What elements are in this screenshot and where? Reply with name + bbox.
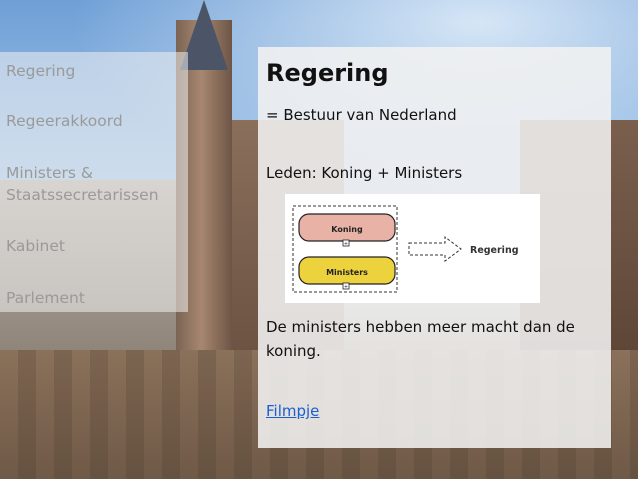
regering-target-label: Regering xyxy=(470,245,519,256)
ministers-expand-plus: + xyxy=(344,284,348,290)
arrow-icon xyxy=(408,236,462,262)
members-text: Leden: Koning + Ministers xyxy=(266,164,463,182)
content-panel: Regering = Bestuur van Nederland Leden: … xyxy=(258,47,611,448)
page-title: Regering xyxy=(266,59,389,87)
ministers-label: Ministers xyxy=(326,268,368,277)
regering-diagram: Koning + Ministers + Regering xyxy=(285,194,540,303)
background-tower-roof xyxy=(180,0,228,70)
menu-item-parlement[interactable]: Parlement xyxy=(6,289,85,307)
ministers-expand-icon xyxy=(342,282,350,290)
menu-item-ministers[interactable]: Ministers & Staatssecretarissen xyxy=(6,164,159,204)
diagram-svg: Koning + Ministers + Regering xyxy=(292,205,519,293)
koning-label: Koning xyxy=(331,225,363,234)
definition-text: = Bestuur van Nederland xyxy=(266,106,457,124)
menu-item-regering[interactable]: Regering xyxy=(6,62,76,80)
filmpje-link[interactable]: Filmpje xyxy=(266,402,320,420)
koning-expand-icon xyxy=(342,239,350,247)
side-menu: Regering Regeerakkoord Ministers & Staat… xyxy=(0,52,188,312)
koning-expand-plus: + xyxy=(344,241,348,247)
diagram-group-border xyxy=(292,205,398,293)
menu-item-regeerakkoord[interactable]: Regeerakkoord xyxy=(6,112,123,130)
statement-text: De ministers hebben meer macht dan de ko… xyxy=(266,318,575,360)
menu-item-kabinet[interactable]: Kabinet xyxy=(6,237,65,255)
